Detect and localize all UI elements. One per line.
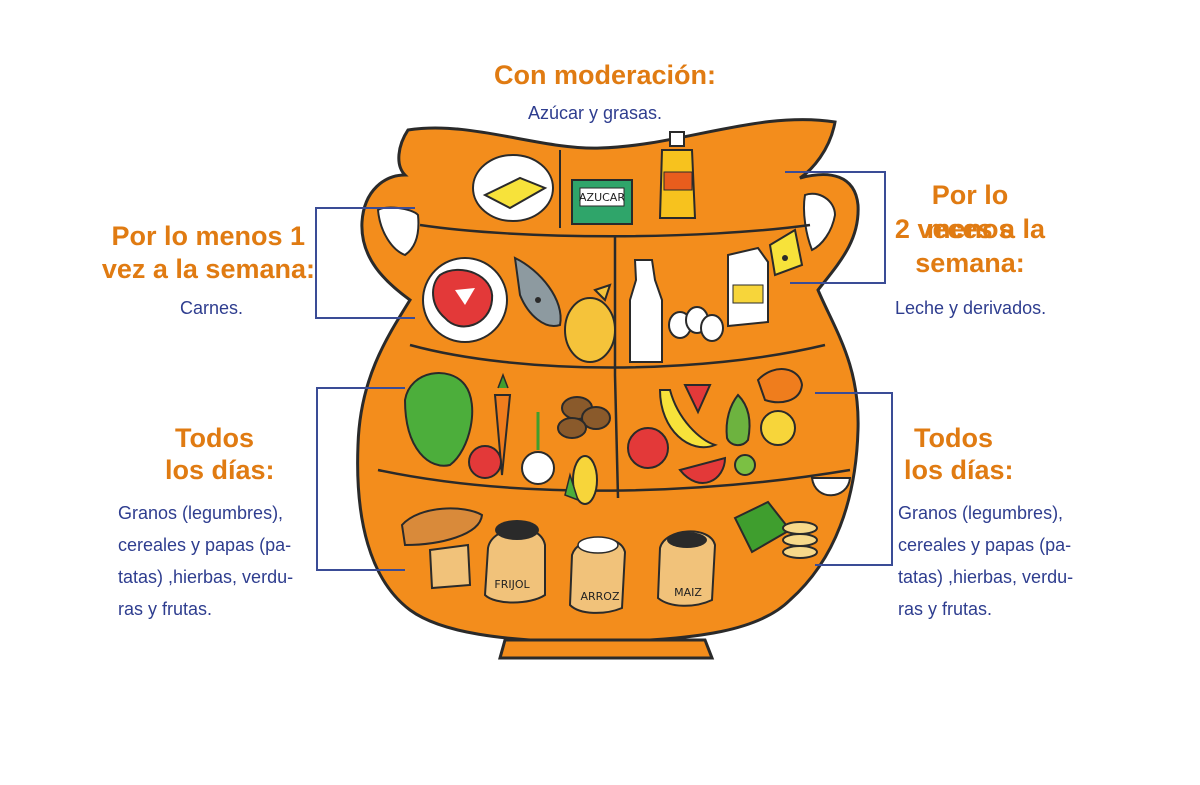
carrot-icon (493, 372, 512, 476)
orange-icon (756, 368, 804, 446)
connector-right-upper (785, 171, 886, 284)
jar-foot (498, 638, 715, 660)
bean-sack-icon: FRIJOL (483, 520, 546, 604)
right-lower-body-line4: ras y frutas. (898, 599, 993, 619)
connector-left-upper (315, 207, 415, 319)
bean-sack-label: FRIJOL (494, 578, 530, 591)
jar (356, 118, 860, 660)
shelf-line-1 (419, 223, 811, 238)
connector-right-lower (815, 392, 893, 566)
right-lower-body-line1: Granos (legumbres), (898, 503, 1064, 523)
bread-icon (400, 507, 484, 547)
shelf-line-2 (409, 343, 826, 369)
grain-shelf-foods: FRIJOL ARROZ MAIZ (400, 500, 818, 614)
chicken-icon (564, 283, 616, 363)
maize-sack-label: MAIZ (674, 586, 702, 599)
milk-carton-icon (727, 246, 769, 328)
banana-icon (658, 389, 718, 449)
corn-icon (564, 455, 598, 505)
divider-middle (613, 374, 620, 499)
bread-loaf-icon (428, 543, 472, 590)
jar-body (356, 118, 860, 644)
onion-icon (521, 412, 555, 485)
left-upper-body: Carnes. (180, 298, 244, 318)
meat-shelf-foods (422, 256, 616, 363)
left-upper-heading-line2: vez a la semana: (101, 254, 315, 284)
right-handle-hole (802, 192, 837, 252)
lettuce-icon (403, 372, 474, 467)
sugar-pack-icon: AZUCAR (571, 179, 633, 225)
dairy-shelf-foods (629, 228, 804, 363)
milk-bottle-icon (629, 259, 663, 363)
strawberry-icon (683, 384, 712, 415)
right-lower-heading-line2: los días: (904, 455, 1014, 485)
maize-sack-icon: MAIZ (656, 530, 717, 607)
watermelon-icon (678, 456, 727, 484)
top-heading: Con moderación: (493, 60, 716, 90)
left-lower-body-line4: ras y frutas. (118, 599, 213, 619)
steak-icon (422, 257, 508, 343)
lime-icon (734, 454, 756, 476)
fruit-shelf-foods (627, 368, 852, 497)
eggs-icon (668, 306, 724, 342)
left-upper-heading-line1: Por lo menos 1 (111, 221, 305, 251)
connector-left-lower (316, 387, 405, 571)
right-upper-heading-line2: 2 veces a la (894, 214, 1046, 244)
right-lower-body-line3: tatas) ,hierbas, verdu- (898, 567, 1074, 587)
connectors (315, 171, 893, 571)
left-lower-body-line1: Granos (legumbres), (118, 503, 284, 523)
right-lower-heading-line1: Todos (914, 423, 993, 453)
top-shelf-foods: AZUCAR (472, 131, 697, 225)
right-upper-heading-line1: Por lo menos (926, 180, 1014, 244)
butter-icon (472, 154, 554, 222)
apple-icon (627, 427, 669, 469)
pear-icon (725, 393, 751, 446)
sugar-pack-label: AZUCAR (579, 191, 625, 204)
cheese-icon (768, 228, 804, 277)
tomato-icon (468, 445, 502, 479)
left-lower-heading-line2: los días: (165, 455, 275, 485)
oil-bottle-icon (658, 131, 697, 219)
left-lower-body-line2: cereales y papas (pa- (118, 535, 292, 555)
fish-icon (513, 256, 562, 327)
right-upper-heading-line3: semana: (915, 248, 1025, 278)
rice-sack-label: ARROZ (580, 590, 619, 603)
left-lower-body-line3: tatas) ,hierbas, verdu- (118, 567, 294, 587)
right-lower-body-line2: cereales y papas (pa- (898, 535, 1072, 555)
potatoes-icon (557, 396, 611, 439)
left-lower-heading-line1: Todos (175, 423, 254, 453)
right-upper-body: Leche y derivados. (895, 298, 1047, 318)
shelf-line-3 (377, 468, 851, 492)
bowl-icon (810, 477, 852, 497)
top-body: Azúcar y grasas. (527, 103, 663, 123)
vegetable-shelf-foods (403, 372, 611, 505)
rice-sack-icon: ARROZ (568, 536, 627, 614)
tortillas-icon (782, 521, 818, 559)
